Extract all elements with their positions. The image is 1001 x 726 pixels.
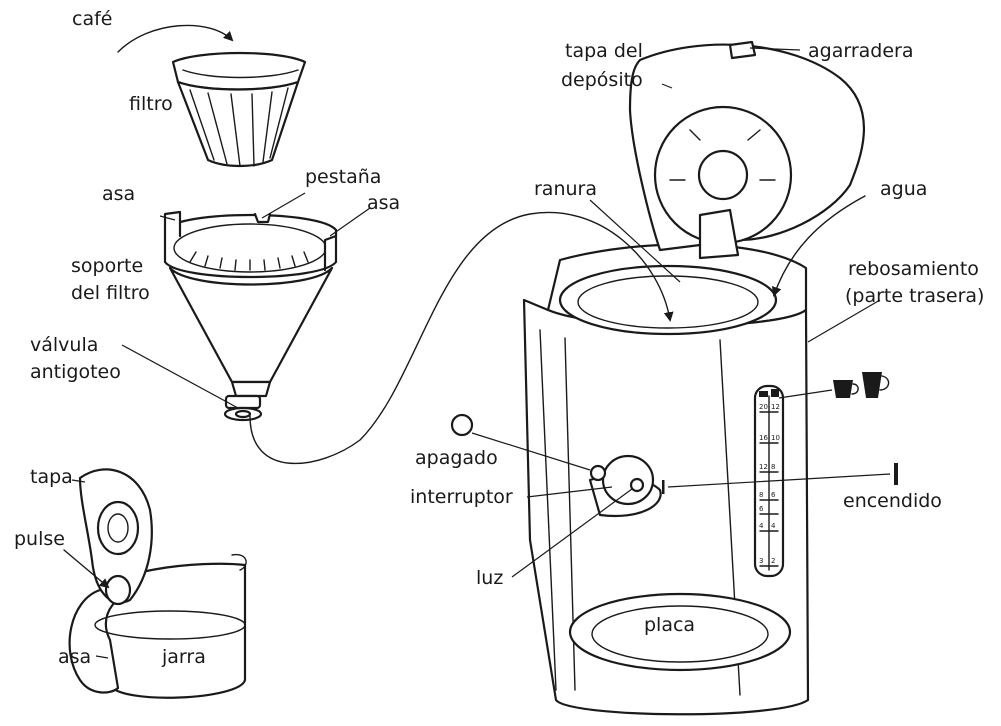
label-soporte-line2: del filtro — [71, 282, 150, 304]
label-ranura: ranura — [534, 178, 597, 200]
leader-lines — [63, 24, 891, 659]
label-pestana: pestaña — [305, 166, 381, 188]
filter-holder-illustration — [163, 210, 338, 422]
gauge-tick-label-left: 16 — [759, 434, 768, 442]
gauge-tick-label-right: 4 — [771, 522, 776, 530]
gauge-tick-label-right: 6 — [771, 491, 776, 499]
label-cafe: café — [72, 8, 112, 30]
label-rebosamiento-line1: rebosamiento — [848, 258, 979, 280]
gauge-tick-label-left: 12 — [759, 463, 768, 471]
label-asa-jarra: asa — [58, 646, 91, 668]
label-valvula-line2: antigoteo — [30, 361, 121, 383]
label-agua: agua — [880, 178, 927, 200]
label-pulse: pulse — [14, 528, 65, 550]
label-tapa-deposito-line1: tapa del — [565, 40, 643, 62]
gauge-tick-label-left: 6 — [759, 505, 764, 513]
label-jarra: jarra — [161, 646, 206, 668]
small-cup-icon — [833, 380, 859, 398]
label-encendido: encendido — [843, 490, 942, 512]
label-asa-left: asa — [102, 183, 135, 205]
label-soporte-line1: soporte — [71, 255, 143, 277]
label-tapa: tapa — [30, 466, 73, 488]
gauge-tick-label-left: 4 — [759, 522, 764, 530]
gauge-tick-label-right: 2 — [771, 557, 775, 565]
label-agarradera: agarradera — [808, 40, 913, 62]
label-luz: luz — [476, 567, 503, 589]
reservoir-lid-illustration — [628, 40, 865, 260]
label-valvula-line1: válvula — [30, 334, 98, 356]
large-mug-icon — [862, 372, 890, 398]
label-rebosamiento-line2: (parte trasera) — [845, 285, 984, 307]
gauge-tick-label-right: 8 — [771, 463, 775, 471]
on-bar-icon — [894, 463, 898, 485]
coffee-maker-illustration — [522, 243, 810, 716]
gauge-tick-label-right: 10 — [771, 434, 780, 442]
label-interruptor: interruptor — [410, 486, 513, 508]
label-asa-right: asa — [367, 192, 400, 214]
filter-illustration — [171, 51, 307, 168]
off-circle-icon — [450, 413, 474, 437]
gauge-tick-label-left: 20 — [759, 403, 768, 411]
gauge-tick-label-left: 8 — [759, 491, 763, 499]
carafe-illustration — [68, 468, 247, 699]
switch-on-mark — [662, 480, 665, 494]
gauge-tick-label-left: 3 — [759, 557, 763, 565]
label-filtro: filtro — [129, 93, 173, 115]
label-apagado: apagado — [415, 447, 498, 469]
gauge-tick-label-right: 12 — [771, 403, 780, 411]
label-tapa-deposito-line2: depósito — [561, 69, 643, 91]
label-placa: placa — [644, 614, 695, 636]
